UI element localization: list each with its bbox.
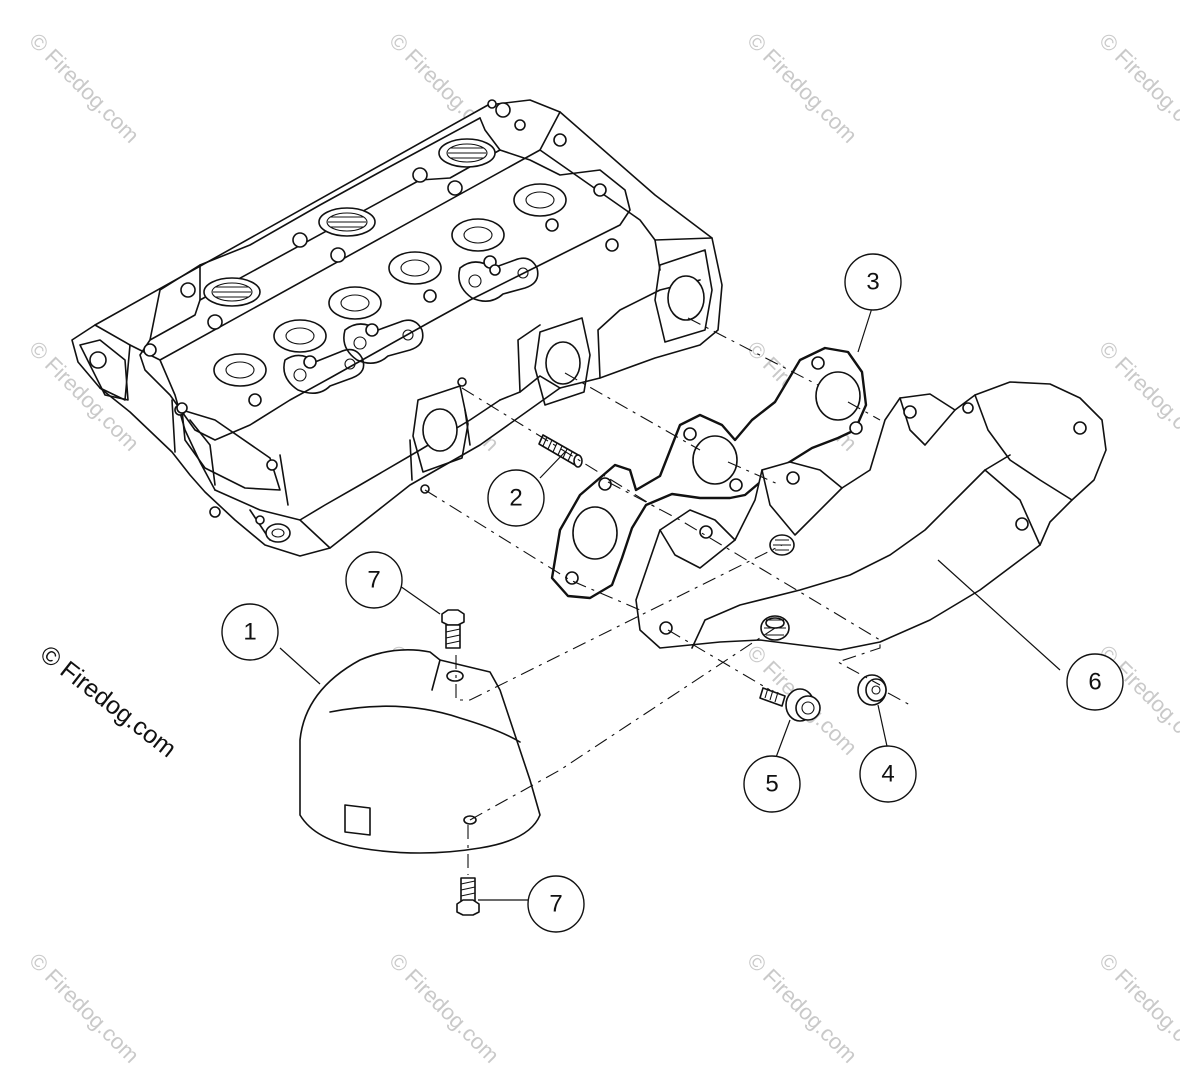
svg-text:7: 7 bbox=[549, 891, 562, 918]
callout-3: 3 bbox=[844, 253, 902, 311]
svg-text:7: 7 bbox=[367, 567, 380, 594]
callout-7-top: 7 bbox=[345, 551, 403, 609]
cylinder-head bbox=[71, 99, 723, 557]
bolt-head bbox=[265, 523, 291, 543]
alignment-lines bbox=[424, 317, 911, 875]
svg-text:3: 3 bbox=[866, 269, 879, 296]
injector-port bbox=[438, 138, 496, 168]
svg-text:1: 1 bbox=[243, 619, 256, 646]
callout-2: 2 bbox=[487, 469, 545, 527]
injector-port bbox=[203, 277, 261, 307]
injector-port bbox=[318, 207, 376, 237]
callout-6: 6 bbox=[1066, 653, 1124, 711]
svg-text:5: 5 bbox=[765, 771, 778, 798]
callout-7-bottom: 7 bbox=[527, 875, 585, 933]
svg-text:6: 6 bbox=[1088, 669, 1101, 696]
flange-bolt bbox=[759, 687, 821, 722]
valve-seat bbox=[213, 183, 567, 387]
exhaust-stud bbox=[538, 434, 583, 468]
bolt bbox=[456, 877, 480, 916]
flange-nut bbox=[857, 674, 887, 706]
head-bolt-hole bbox=[143, 102, 619, 416]
callout-1: 1 bbox=[221, 603, 279, 661]
exploded-parts-diagram: 1 2 3 4 5 6 7 7 bbox=[71, 99, 1124, 933]
callout-5: 5 bbox=[743, 755, 801, 813]
heat-shield bbox=[299, 648, 541, 854]
manifold-gasket bbox=[550, 346, 868, 600]
svg-text:4: 4 bbox=[881, 761, 894, 788]
bolt bbox=[441, 609, 465, 649]
callout-4: 4 bbox=[859, 745, 917, 803]
svg-text:2: 2 bbox=[509, 485, 522, 512]
exhaust-manifold bbox=[635, 381, 1107, 651]
exhaust-port bbox=[412, 249, 713, 473]
